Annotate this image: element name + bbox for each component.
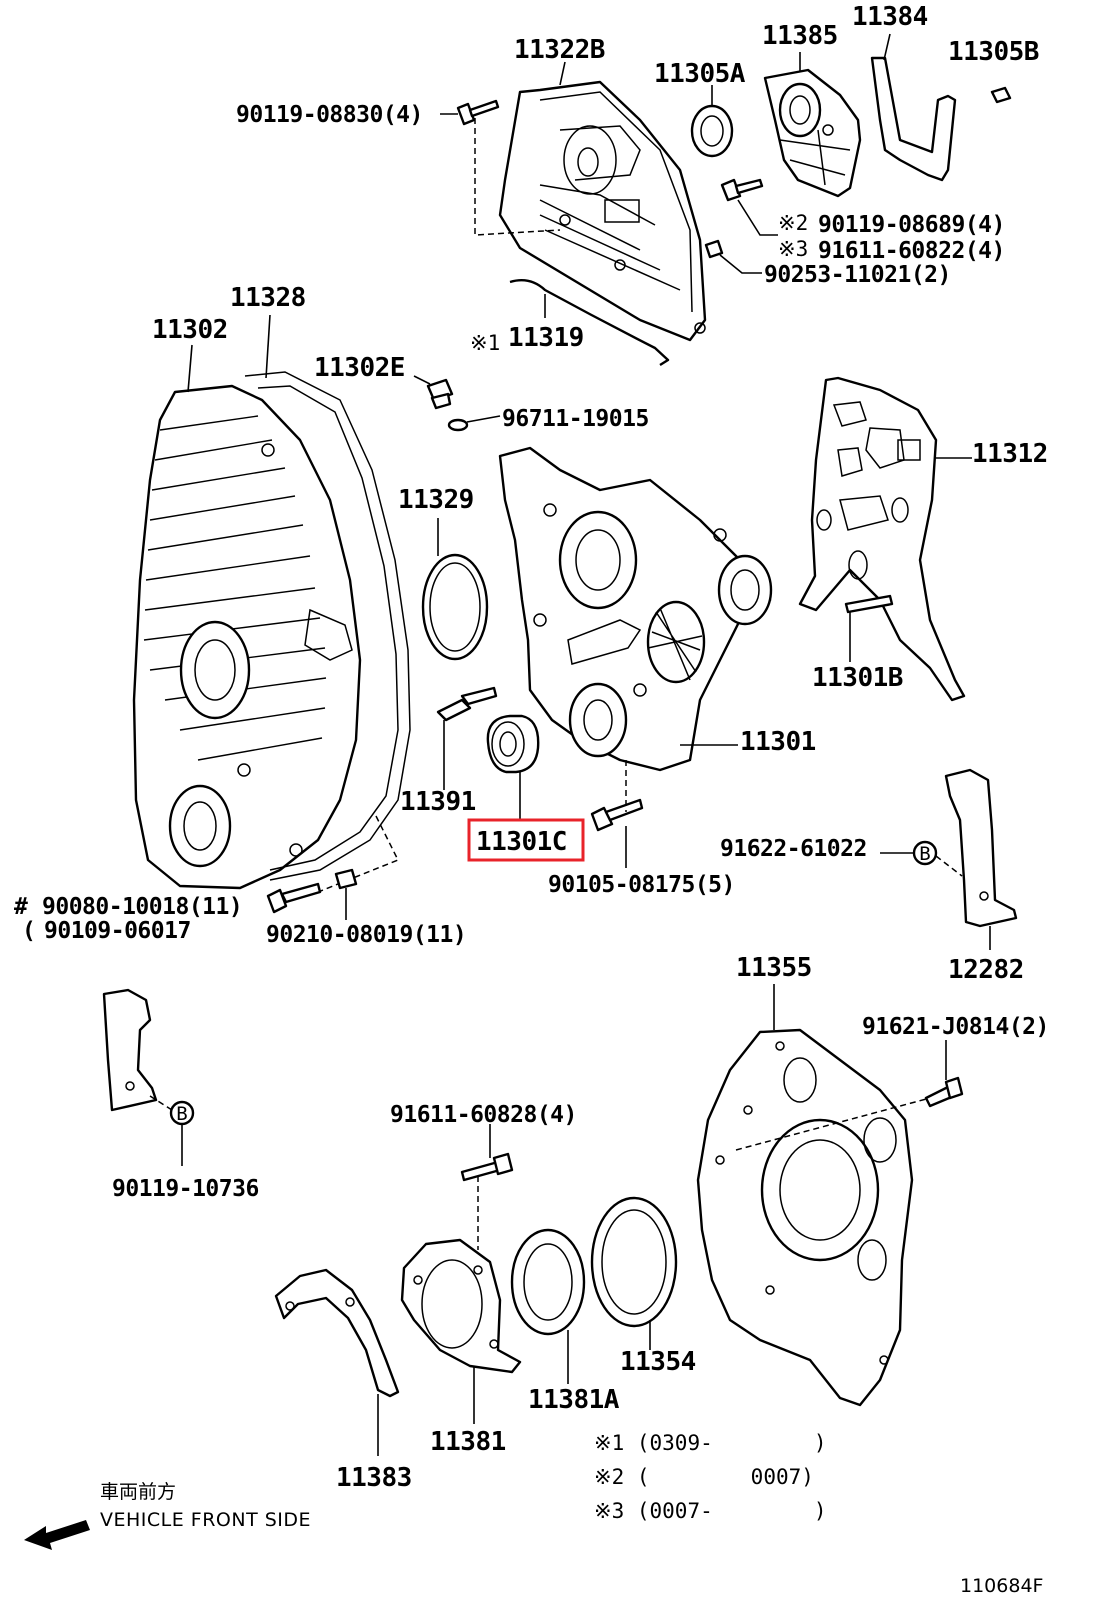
figure-id: 110684F <box>960 1575 1043 1597</box>
plug-11305b <box>990 86 1012 104</box>
label-11354: 11354 <box>620 1347 696 1377</box>
end-plate-11355 <box>696 1028 914 1407</box>
gasket-11329 <box>421 553 489 661</box>
bolt-91611-60828 <box>460 1152 514 1182</box>
bracket-lower-left <box>102 988 158 1112</box>
label-91611-60822: 91611-60822(4) <box>818 238 1005 264</box>
bracket-12282 <box>944 768 1018 928</box>
svg-text:B: B <box>176 1103 187 1125</box>
note2-mark-top: ※2 <box>778 211 808 235</box>
b-marker-left: B <box>169 1100 195 1126</box>
highlight-box-11301c: 11301C <box>467 818 585 862</box>
timing-cover-plate-11322b <box>498 80 707 342</box>
label-11385: 11385 <box>762 21 838 51</box>
label-11381: 11381 <box>430 1427 506 1457</box>
label-11301b: 11301B <box>812 663 903 693</box>
label-90119-10736: 90119-10736 <box>112 1176 259 1202</box>
label-11301: 11301 <box>740 727 816 757</box>
label-12282: 12282 <box>948 955 1024 985</box>
label-91622-61022: 91622-61022 <box>720 836 867 862</box>
label-11302: 11302 <box>152 315 228 345</box>
label-11384: 11384 <box>852 2 928 32</box>
stud-11301b <box>844 594 894 614</box>
label-90253-11021: 90253-11021(2) <box>764 262 951 288</box>
gasket-11312 <box>798 376 966 702</box>
legend-line-1: ※1 (0309- ) <box>594 1431 827 1455</box>
housing-11385 <box>763 68 862 198</box>
pin-90253-11021 <box>704 239 724 259</box>
plate-11383 <box>274 1268 400 1398</box>
label-11312: 11312 <box>972 439 1048 469</box>
label-91621-j0814: 91621-J0814(2) <box>862 1014 1049 1040</box>
label-90119-08689: 90119-08689(4) <box>818 212 1005 238</box>
svg-text:B: B <box>919 843 930 865</box>
plate-11384 <box>870 56 957 182</box>
label-11301c: 11301C <box>476 827 567 857</box>
bolt-90080-10018 <box>266 882 322 914</box>
plug-11302e <box>426 378 454 410</box>
label-90109-06017: 90109-06017 <box>44 918 191 944</box>
label-11302e: 11302E <box>314 353 405 383</box>
label-11305b: 11305B <box>948 37 1039 67</box>
direction-english: VEHICLE FRONT SIDE <box>100 1509 311 1531</box>
label-11319: 11319 <box>508 323 584 353</box>
label-91611-60828: 91611-60828(4) <box>390 1102 577 1128</box>
seal-11354 <box>590 1196 678 1328</box>
label-11383: 11383 <box>336 1463 412 1493</box>
bolt-90119-08830 <box>456 99 500 126</box>
washer-90210-08019 <box>334 868 358 890</box>
paren-mark: ( <box>22 918 35 944</box>
timing-case-11301 <box>498 446 773 772</box>
label-90119-08830: 90119-08830(4) <box>236 102 423 128</box>
timing-cover-11302 <box>132 371 411 890</box>
label-90105-08175: 90105-08175(5) <box>548 872 735 898</box>
label-96711-19015: 96711-19015 <box>502 406 649 432</box>
label-11322b: 11322B <box>514 35 605 65</box>
vehicle-front-indicator: 車両前方 VEHICLE FRONT SIDE <box>24 1481 311 1550</box>
label-11328: 11328 <box>230 283 306 313</box>
legend: ※1 (0309- ) ※2 ( 0007) ※3 (0007- ) <box>594 1431 827 1523</box>
legend-line-2: ※2 ( 0007) <box>594 1465 814 1489</box>
bolt-91621-j0814 <box>924 1076 964 1108</box>
arrow-front-icon <box>24 1520 90 1550</box>
legend-line-3: ※3 (0007- ) <box>594 1499 827 1523</box>
oil-seal-11305a <box>690 104 734 158</box>
note3-mark-top: ※3 <box>778 237 808 261</box>
label-11329: 11329 <box>398 485 474 515</box>
b-marker-right: B <box>912 840 938 866</box>
pin-11391 <box>436 686 498 722</box>
retainer-11381 <box>400 1238 522 1374</box>
bolt-90119-08689 <box>720 178 764 202</box>
direction-japanese: 車両前方 <box>100 1481 176 1503</box>
seal-11381a <box>510 1228 586 1336</box>
label-11305a: 11305A <box>654 59 746 89</box>
label-11381a: 11381A <box>528 1385 620 1415</box>
label-11355: 11355 <box>736 953 812 983</box>
label-11391: 11391 <box>400 787 476 817</box>
oil-seal-11301c <box>486 714 540 774</box>
bolt-90105-08175 <box>590 798 644 832</box>
label-90080-10018: 90080-10018(11) <box>42 894 242 920</box>
note1-mark-top: ※1 <box>470 331 500 355</box>
label-90210-08019: 90210-08019(11) <box>266 922 466 948</box>
hash-mark: # <box>14 894 28 920</box>
